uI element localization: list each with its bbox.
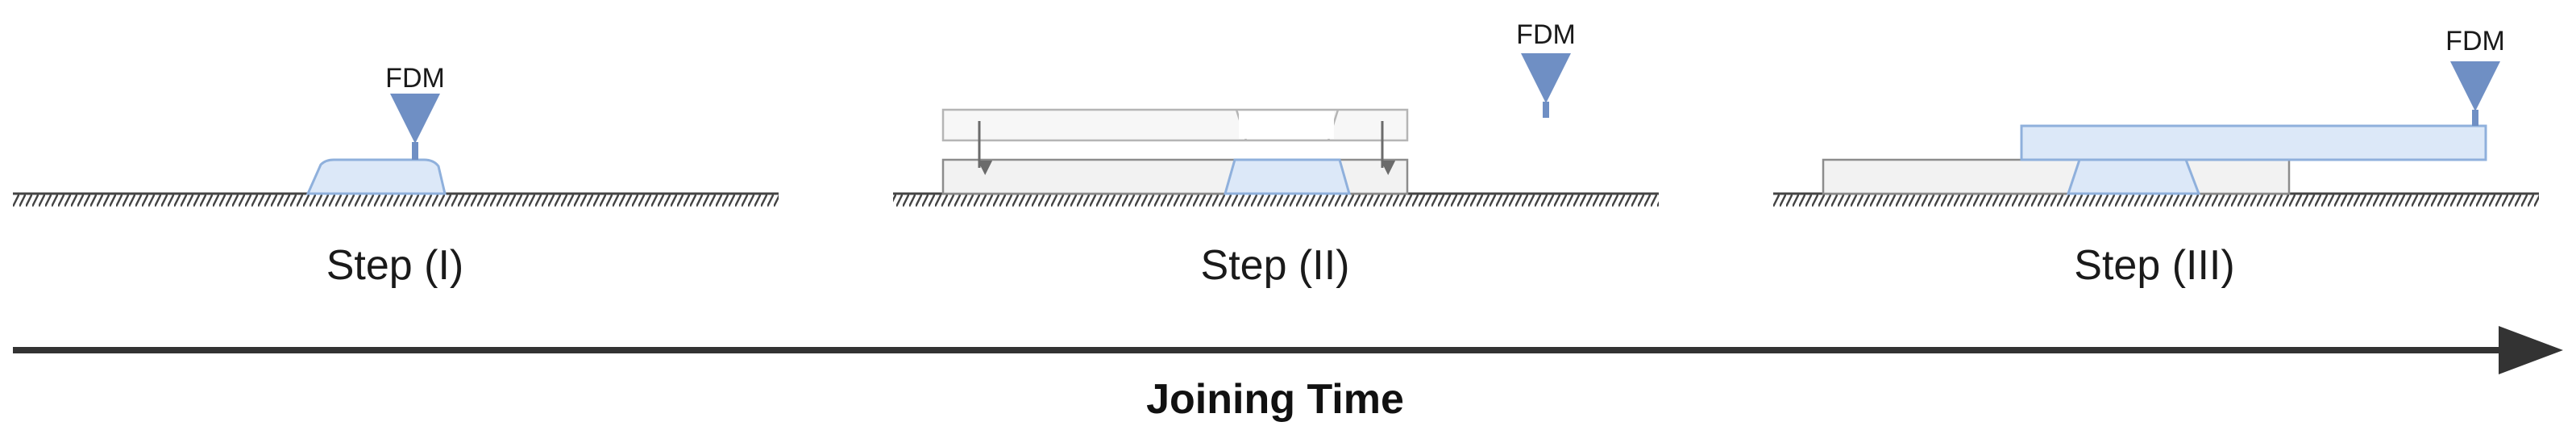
step-2-fdm-nozzle-icon [1521,53,1571,118]
step-1-fdm-nozzle-icon [390,94,440,160]
step-2-nozzle-label: FDM [1516,19,1576,50]
step-1-panel: FDM Step (I) [13,63,779,289]
step-3-panel: FDM Step (III) [1773,26,2539,289]
step-2-upper-part [941,108,1409,142]
step-2-ground [893,192,1659,207]
step-2-panel: FDM Step (II) [893,19,1659,289]
step-3-printed-upper-layer [2020,124,2487,161]
timeline-arrowhead [2499,326,2563,374]
step-3-lower-part [1822,158,2291,195]
step-3-filament-joint [2066,158,2201,195]
step-1-filament-deposit [305,158,447,195]
step-2-filament-joint [1224,158,1351,195]
timeline-label: Joining Time [1146,376,1404,423]
timeline-arrow [13,326,2563,374]
step-1-nozzle-label: FDM [385,63,445,94]
step-2-label: Step (II) [1201,242,1350,289]
step-3-nozzle-label: FDM [2445,26,2505,56]
step-2-lower-part [941,158,1409,195]
step-1-ground [13,192,779,207]
step-3-ground [1773,192,2539,207]
step-3-fdm-nozzle-icon [2450,61,2500,126]
step-1-label: Step (I) [326,242,464,289]
step-3-label: Step (III) [2074,242,2234,289]
